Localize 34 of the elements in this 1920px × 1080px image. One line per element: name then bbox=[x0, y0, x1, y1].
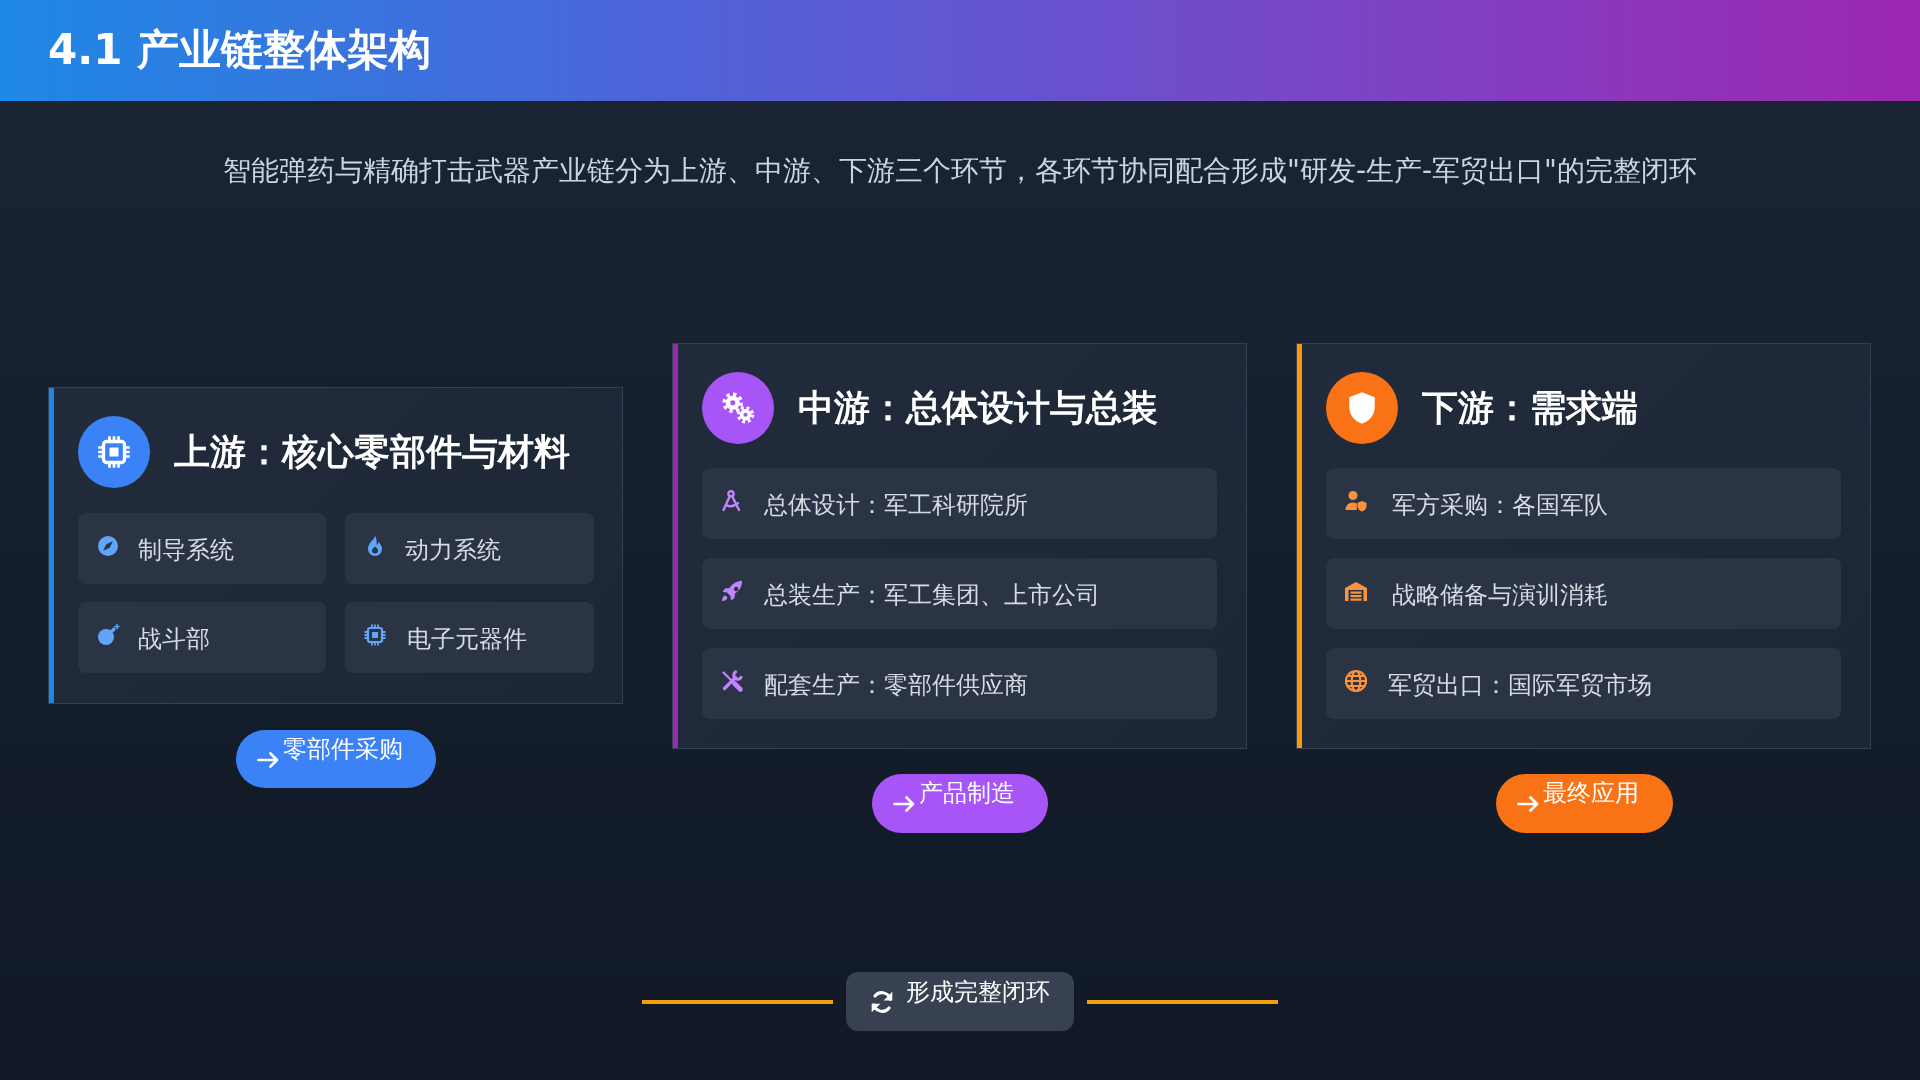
stage-label: 零部件采购 bbox=[283, 734, 403, 764]
category-card bbox=[48, 387, 623, 704]
item-label: 电子元器件 bbox=[407, 624, 527, 654]
card-heading: 下游：需求端 bbox=[1422, 386, 1638, 430]
list-item bbox=[702, 558, 1217, 629]
list-item bbox=[1326, 468, 1841, 539]
item-label: 制导系统 bbox=[138, 535, 234, 565]
item-label: 动力系统 bbox=[405, 535, 501, 565]
item-label: 总装生产：军工集团、上市公司 bbox=[764, 580, 1100, 610]
list-item bbox=[1326, 558, 1841, 629]
card-heading: 上游：核心零部件与材料 bbox=[174, 430, 570, 474]
item-label: 军方采购：各国军队 bbox=[1392, 490, 1608, 520]
item-label: 战斗部 bbox=[138, 624, 210, 654]
card-heading: 中游：总体设计与总装 bbox=[798, 386, 1158, 430]
list-item bbox=[702, 648, 1217, 719]
list-item bbox=[345, 602, 594, 673]
category-card bbox=[672, 343, 1247, 749]
stage-label: 最终应用 bbox=[1543, 778, 1639, 808]
summary-label: 形成完整闭环 bbox=[906, 977, 1050, 1007]
item-label: 军贸出口：国际军贸市场 bbox=[1388, 670, 1652, 700]
list-item bbox=[702, 468, 1217, 539]
page-title: 4.1 产业链整体架构 bbox=[48, 24, 432, 76]
list-item bbox=[1326, 648, 1841, 719]
summary-tag bbox=[846, 972, 1074, 1031]
list-item bbox=[345, 513, 594, 584]
subtitle: 智能弹药与精确打击武器产业链分为上游、中游、下游三个环节，各环节协同配合形成"研发-生产-军贸出口"的完整闭环 bbox=[222, 153, 1698, 189]
stage-label: 产品制造 bbox=[919, 778, 1015, 808]
category-card bbox=[1296, 343, 1871, 749]
list-item bbox=[78, 513, 326, 584]
list-item bbox=[78, 602, 326, 673]
item-label: 配套生产：零部件供应商 bbox=[764, 670, 1028, 700]
item-label: 战略储备与演训消耗 bbox=[1392, 580, 1608, 610]
stage-tag bbox=[236, 730, 436, 788]
item-label: 总体设计：军工科研院所 bbox=[764, 490, 1028, 520]
